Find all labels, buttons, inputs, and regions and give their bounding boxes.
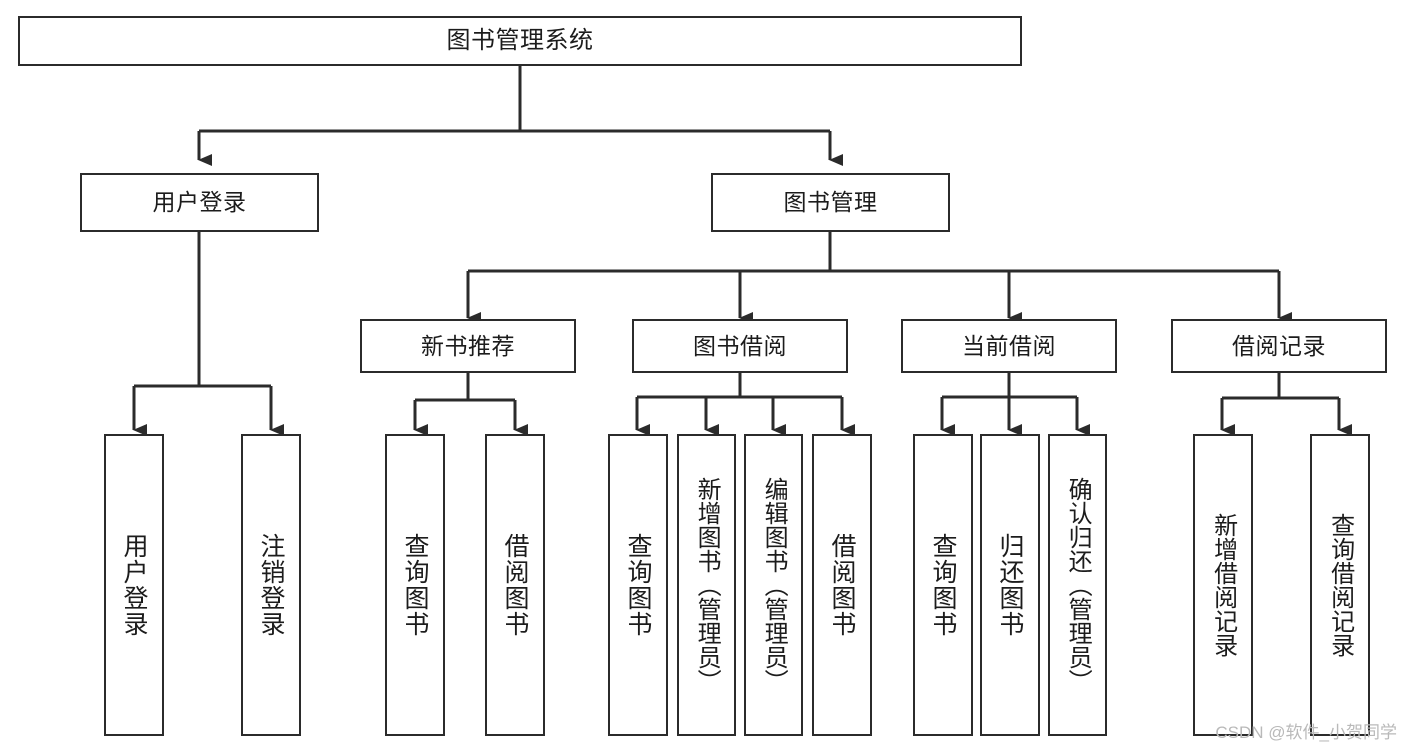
node-label: 归还图书 (996, 533, 1024, 637)
node-label: 查询图书 (401, 533, 429, 637)
node-label: 确认归还（管理员） (1064, 477, 1092, 693)
node-user-login[interactable]: 用户登录 (80, 173, 319, 232)
node-root-book-management-system[interactable]: 图书管理系统 (18, 16, 1022, 66)
node-new-book-recommend[interactable]: 新书推荐 (360, 319, 576, 373)
leaf-current-borrow-confirm-return-admin[interactable]: 确认归还（管理员） (1048, 434, 1107, 736)
leaf-book-borrow-borrow-book[interactable]: 借阅图书 (812, 434, 872, 736)
node-label: 借阅图书 (501, 533, 529, 637)
leaf-book-borrow-add-book-admin[interactable]: 新增图书（管理员） (677, 434, 736, 736)
node-label: 新书推荐 (421, 332, 515, 359)
csdn-watermark: CSDN @软件_小贺同学 (1215, 723, 1397, 742)
leaf-new-book-query-book[interactable]: 查询图书 (385, 434, 445, 736)
node-label: 图书借阅 (693, 332, 787, 359)
node-label: 查询图书 (929, 533, 957, 637)
node-book-management[interactable]: 图书管理 (711, 173, 950, 232)
node-label: 图书管理系统 (446, 27, 594, 55)
node-label: 借阅记录 (1232, 332, 1326, 359)
leaf-book-borrow-query-book[interactable]: 查询图书 (608, 434, 668, 736)
leaf-new-book-borrow-book[interactable]: 借阅图书 (485, 434, 545, 736)
node-label: 查询图书 (624, 533, 652, 637)
leaf-borrow-record-query-record[interactable]: 查询借阅记录 (1310, 434, 1370, 736)
node-label: 借阅图书 (828, 533, 856, 637)
node-label: 新增图书（管理员） (693, 477, 721, 693)
node-borrow-record[interactable]: 借阅记录 (1171, 319, 1387, 373)
leaf-book-borrow-edit-book-admin[interactable]: 编辑图书（管理员） (744, 434, 803, 736)
node-label: 注销登录 (257, 533, 285, 637)
node-label: 用户登录 (120, 533, 148, 637)
node-label: 编辑图书（管理员） (760, 477, 788, 693)
leaf-current-borrow-return-book[interactable]: 归还图书 (980, 434, 1040, 736)
node-label: 当前借阅 (962, 332, 1056, 359)
node-current-borrow[interactable]: 当前借阅 (901, 319, 1117, 373)
leaf-user-login-signin[interactable]: 用户登录 (104, 434, 164, 736)
node-label: 图书管理 (783, 189, 878, 216)
node-label: 用户登录 (152, 189, 247, 216)
node-book-borrow[interactable]: 图书借阅 (632, 319, 848, 373)
leaf-user-login-signout[interactable]: 注销登录 (241, 434, 301, 736)
node-label: 新增借阅记录 (1209, 513, 1237, 657)
node-label: 查询借阅记录 (1326, 513, 1354, 657)
leaf-borrow-record-add-record[interactable]: 新增借阅记录 (1193, 434, 1253, 736)
leaf-current-borrow-query-book[interactable]: 查询图书 (913, 434, 973, 736)
